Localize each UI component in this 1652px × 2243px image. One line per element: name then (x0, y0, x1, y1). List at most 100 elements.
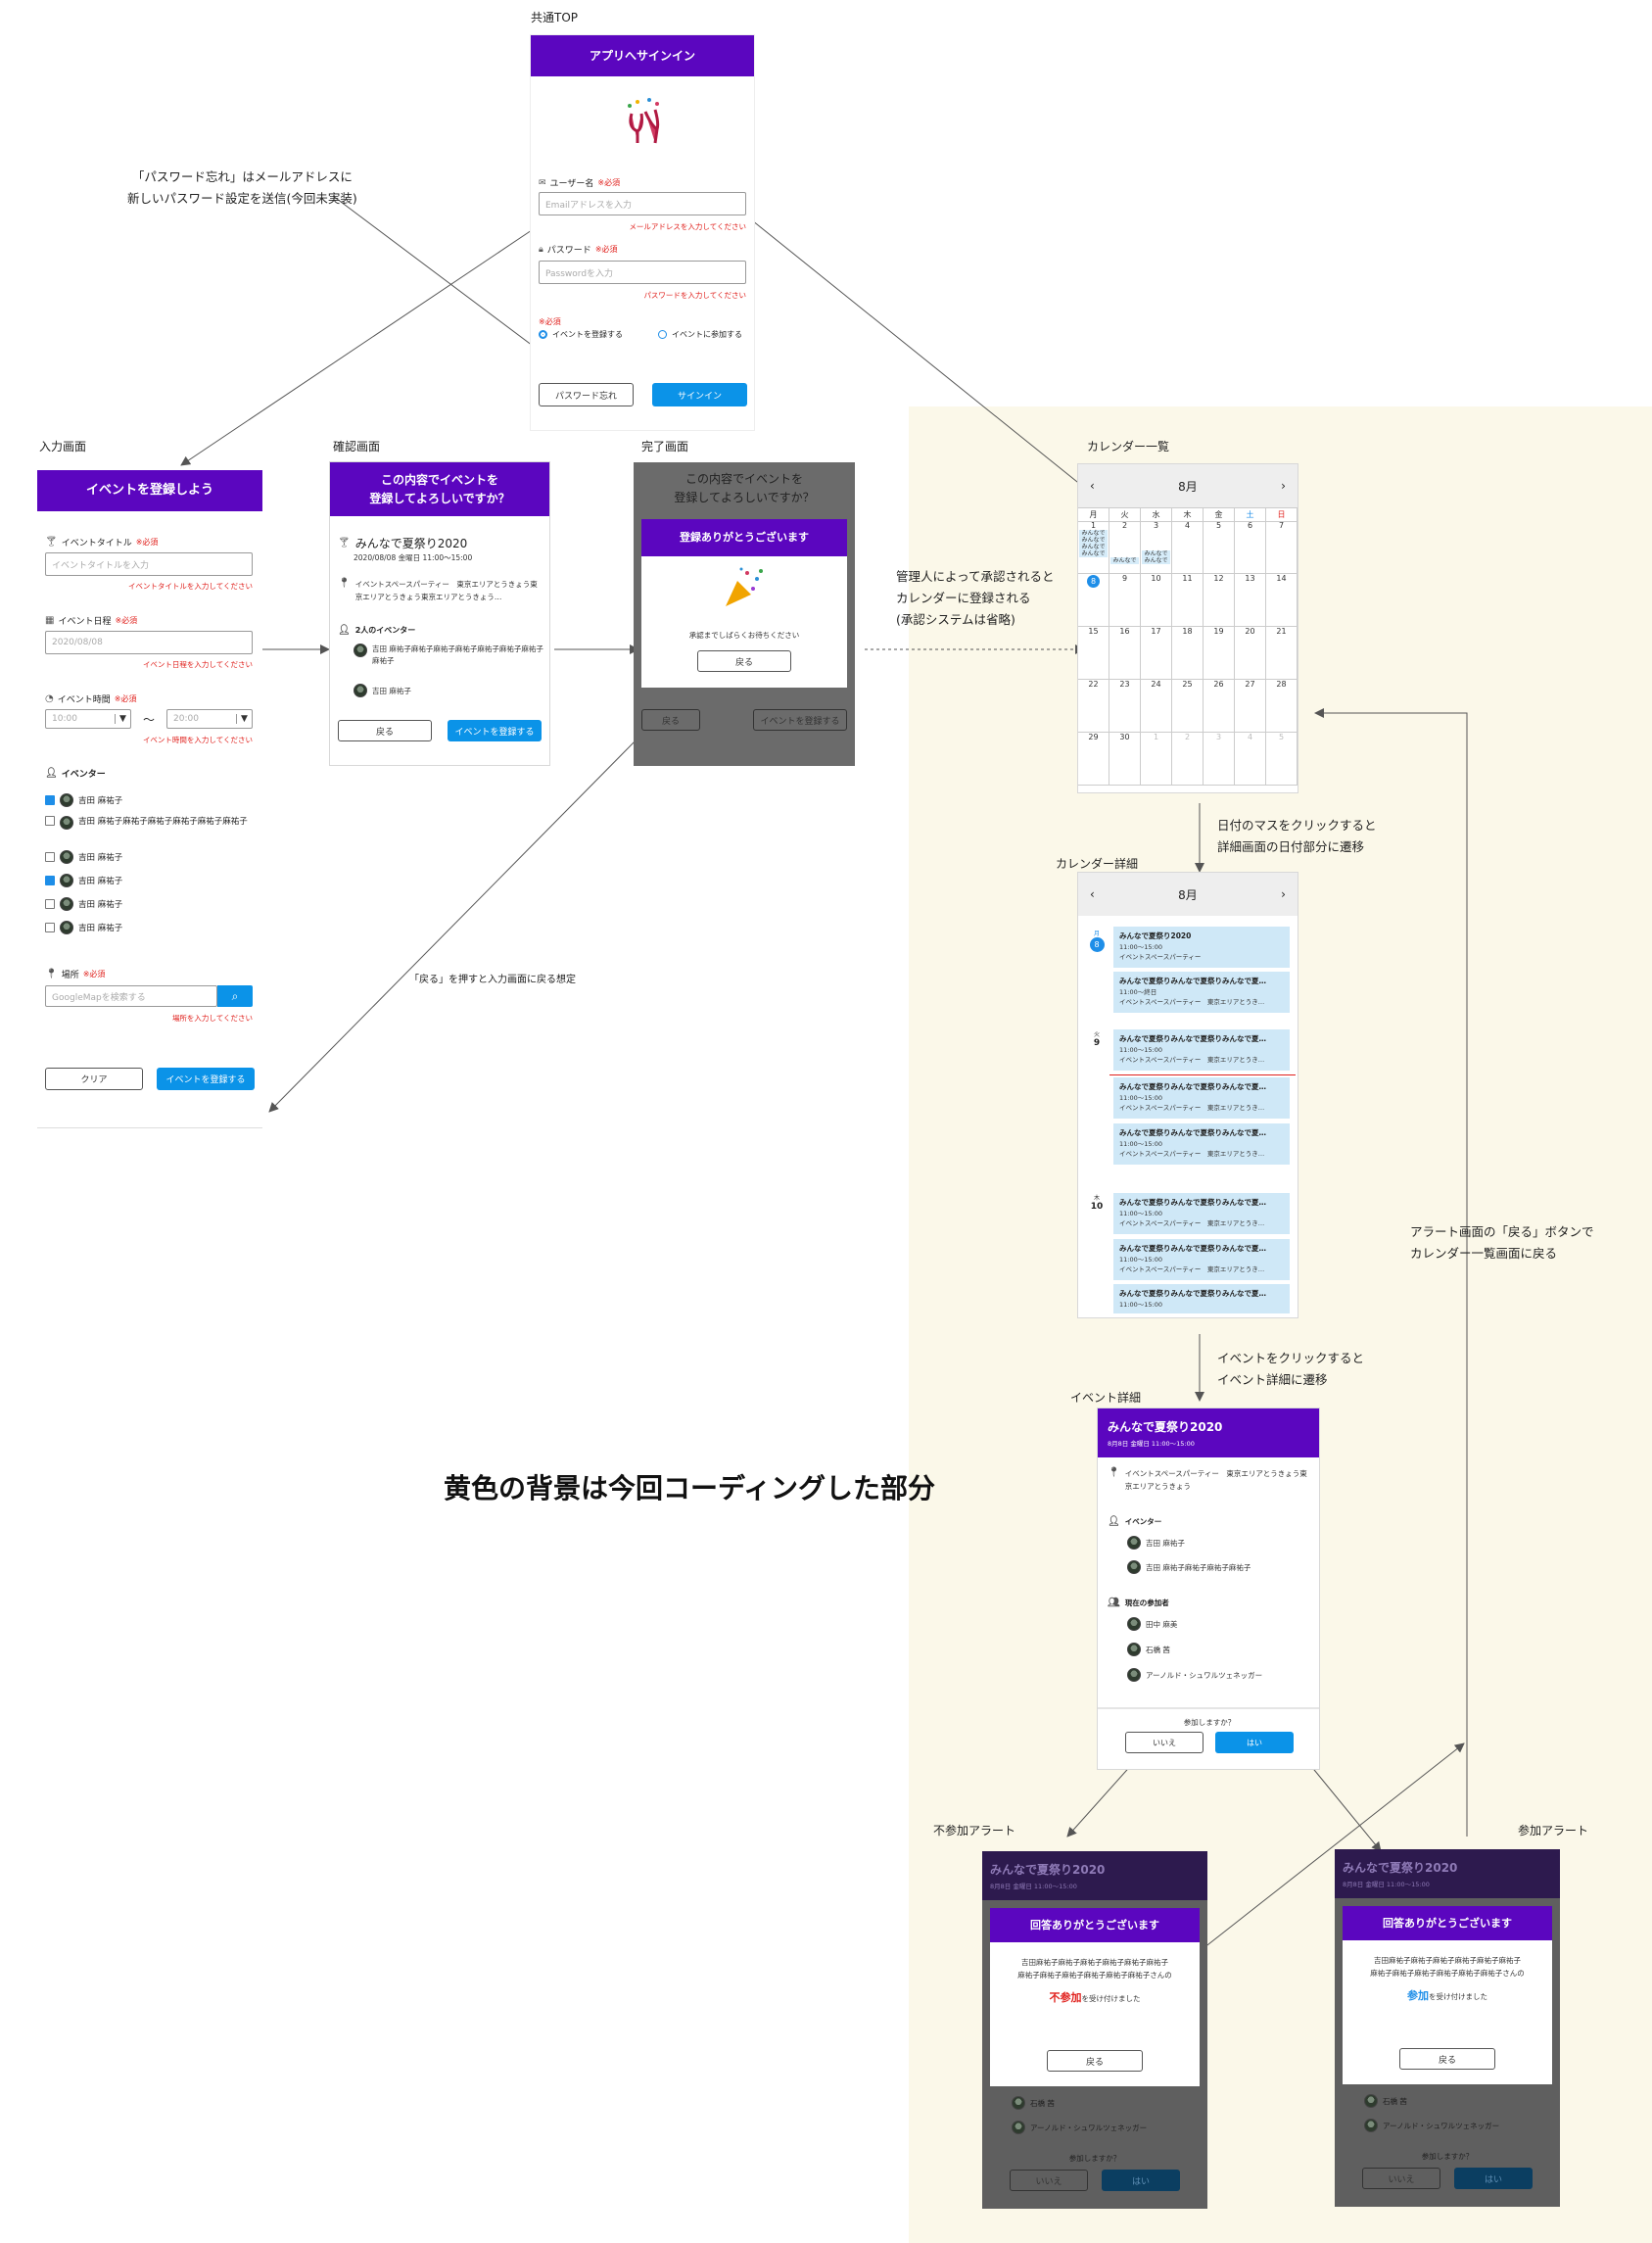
register-button[interactable]: イベントを登録する (157, 1068, 255, 1090)
day-cell[interactable]: 29 (1078, 733, 1109, 786)
day-cell[interactable]: 27 (1235, 680, 1266, 733)
signin-button[interactable]: サインイン (652, 383, 747, 406)
day-cell-next-month[interactable]: 3 (1204, 733, 1235, 786)
day-cell[interactable]: 26 (1204, 680, 1235, 733)
avatar (1127, 1536, 1141, 1550)
day-cell[interactable]: 16 (1109, 627, 1141, 680)
register-button[interactable]: イベントを登録する (448, 720, 542, 741)
avatar (60, 816, 73, 830)
search-icon[interactable]: ⌕ (217, 985, 253, 1007)
event-title-input[interactable]: イベントタイトルを入力 (45, 552, 253, 576)
inventor-item[interactable]: 吉田 麻祐子 (45, 788, 256, 812)
inventor-item[interactable]: 吉田 麻祐子 (45, 892, 256, 916)
yes-button[interactable]: はい (1215, 1732, 1294, 1753)
radio-join[interactable]: イベントに参加する (658, 329, 742, 340)
day-cell[interactable]: 4 (1172, 521, 1204, 574)
day-cell[interactable]: 9 (1109, 574, 1141, 627)
day-cell[interactable]: 19 (1204, 627, 1235, 680)
password-label: 🔒︎ パスワード※必須 (539, 244, 618, 257)
event-chip[interactable]: みんなで (1079, 544, 1108, 550)
event-chip[interactable]: みんなで (1079, 530, 1108, 537)
day-cell[interactable]: 22 (1078, 680, 1109, 733)
chevron-right-icon[interactable]: › (1281, 887, 1286, 901)
inventor-item[interactable]: 吉田 麻祐子 (45, 845, 256, 869)
time-end-select[interactable]: 20:00▼ (166, 709, 253, 729)
day-cell[interactable]: 30 (1109, 733, 1141, 786)
note-event-click: イベントをクリックするとイベント詳細に遷移 (1217, 1351, 1365, 1387)
chevron-left-icon[interactable]: ‹ (1090, 479, 1095, 493)
day-cell-next-month[interactable]: 2 (1172, 733, 1204, 786)
radio-register[interactable]: イベントを登録する (539, 329, 623, 340)
checkbox[interactable] (45, 852, 55, 862)
day-cell-selected[interactable]: 8 (1078, 574, 1109, 627)
date-input[interactable]: 2020/08/08 (45, 631, 253, 654)
username-input[interactable]: Emailアドレスを入力 (539, 192, 746, 215)
event-chip[interactable]: みんなで (1079, 537, 1108, 544)
day-cell[interactable]: 15 (1078, 627, 1109, 680)
day-cell[interactable]: 25 (1172, 680, 1204, 733)
inventor-item[interactable]: 吉田 麻祐子 (45, 869, 256, 892)
event-chip[interactable]: みんなで (1142, 557, 1170, 564)
event-chip[interactable]: みんなで (1079, 550, 1108, 557)
day-cell[interactable]: 14 (1266, 574, 1298, 627)
clear-button[interactable]: クリア (45, 1068, 143, 1090)
back-button[interactable]: 戻る (1047, 2050, 1143, 2072)
day-cell[interactable]: 20 (1235, 627, 1266, 680)
event-chip[interactable]: みんなで (1142, 550, 1170, 557)
chevron-right-icon[interactable]: › (1281, 479, 1286, 493)
day-cell[interactable]: 13 (1235, 574, 1266, 627)
chevron-left-icon[interactable]: ‹ (1090, 887, 1095, 901)
inventor-item[interactable]: 吉田 麻祐子麻祐子麻祐子麻祐子麻祐子麻祐子 (45, 812, 256, 845)
checkbox-checked[interactable] (45, 876, 55, 885)
complete-modal-title: 登録ありがとうございます (641, 519, 847, 556)
no-button[interactable]: いいえ (1125, 1732, 1204, 1753)
checkbox-checked[interactable] (45, 795, 55, 805)
day-cell-next-month[interactable]: 5 (1266, 733, 1298, 786)
day-cell[interactable]: 24 (1141, 680, 1172, 733)
day-cell[interactable]: 1 みんなで みんなで みんなで みんなで (1078, 521, 1109, 574)
confirm-event-name: 🍸︎みんなで夏祭り2020 (338, 537, 468, 550)
event-chip[interactable]: みんなで (1110, 557, 1139, 564)
day-cell[interactable]: 28 (1266, 680, 1298, 733)
inventor-list: 吉田 麻祐子 吉田 麻祐子麻祐子麻祐子麻祐子麻祐子麻祐子 吉田 麻祐子 吉田 麻… (45, 788, 256, 939)
password-input[interactable]: Passwordを入力 (539, 261, 746, 284)
place-search-input[interactable]: GoogleMapを検索する (45, 985, 217, 1007)
day-cell[interactable]: 23 (1109, 680, 1141, 733)
forgot-password-button[interactable]: パスワード忘れ (539, 383, 634, 406)
day-cell[interactable]: 17 (1141, 627, 1172, 680)
day-cell-next-month[interactable]: 1 (1141, 733, 1172, 786)
checkbox[interactable] (45, 899, 55, 909)
day-cell[interactable]: 21 (1266, 627, 1298, 680)
time-start-select[interactable]: 10:00▼ (45, 709, 131, 729)
event-card[interactable]: みんなで夏祭りみんなで夏祭りみんなで夏…11:00〜終日イベントスペースパーティ… (1113, 972, 1290, 1013)
checkbox[interactable] (45, 923, 55, 932)
day-cell[interactable]: 5 (1204, 521, 1235, 574)
yes-alert-modal: 回答ありがとうございます 吉田麻祐子麻祐子麻祐子麻祐子麻祐子麻祐子麻祐子麻祐子麻… (1343, 1906, 1552, 2084)
day-cell[interactable]: 11 (1172, 574, 1204, 627)
day-cell-next-month[interactable]: 4 (1235, 733, 1266, 786)
calendar-screen: ‹ 8月 › 月 火 水 木 金 土 日 1 みんなで みんなで みんなで みん… (1077, 463, 1298, 793)
event-card[interactable]: みんなで夏祭りみんなで夏祭りみんなで夏…11:00〜15:00 (1113, 1284, 1290, 1313)
group-icon: 👥︎ (1108, 1598, 1120, 1608)
day-cell[interactable]: 6 (1235, 521, 1266, 574)
back-button[interactable]: 戻る (697, 650, 791, 672)
day-cell[interactable]: 10 (1141, 574, 1172, 627)
avatar (1127, 1668, 1141, 1682)
inventor-item[interactable]: 吉田 麻祐子 (45, 916, 256, 939)
day-cell[interactable]: 7 (1266, 521, 1298, 574)
day-cell[interactable]: 18 (1172, 627, 1204, 680)
back-button[interactable]: 戻る (1399, 2048, 1495, 2070)
arrow-signin-to-input (180, 229, 533, 466)
day-cell[interactable]: 12 (1204, 574, 1235, 627)
label-top: 共通TOP (531, 11, 579, 24)
back-button[interactable]: 戻る (338, 720, 432, 741)
checkbox[interactable] (45, 816, 55, 826)
